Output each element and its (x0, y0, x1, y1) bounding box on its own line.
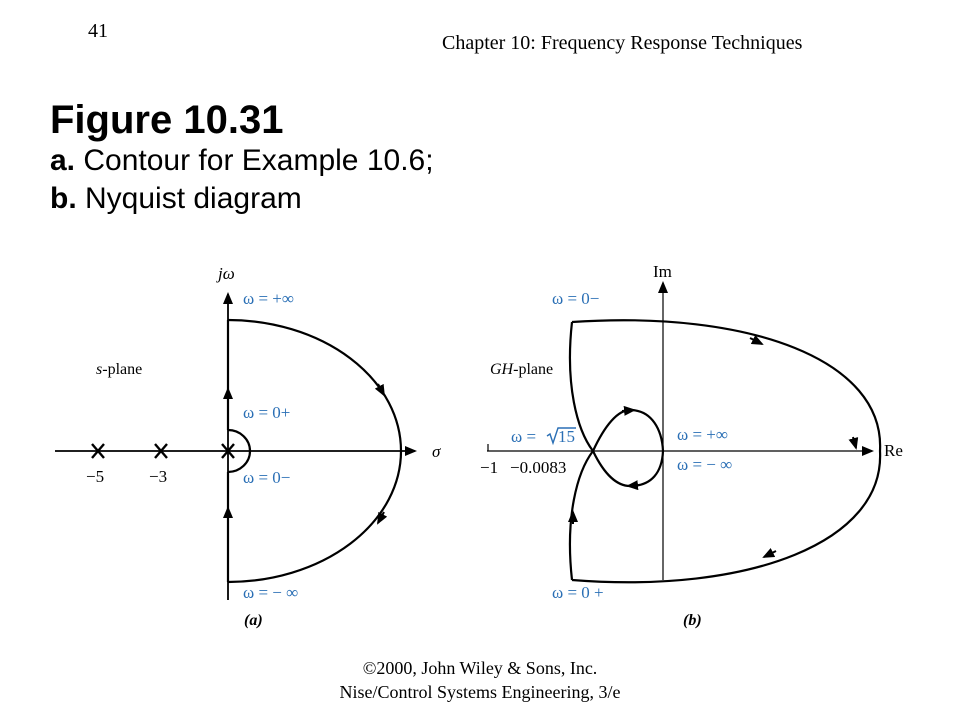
svg-text:15: 15 (558, 427, 575, 446)
panel-b-sublabel: (b) (683, 612, 702, 629)
footer: ©2000, John Wiley & Sons, Inc. Nise/Cont… (0, 656, 960, 704)
jomega-axis-label: jω (216, 264, 235, 283)
s-plane-label: s-plane (96, 361, 142, 378)
caption-b-text: Nyquist diagram (76, 182, 302, 215)
caption-line-b: b. Nyquist diagram (50, 180, 434, 218)
nyquist-left-upper (568, 321, 594, 452)
re-axis-label: Re (884, 441, 903, 460)
label-omega-plus-inf-b: ω = +∞ (677, 425, 728, 444)
panel-b-nyquist: Im Re GH-plane ω = 0− ω = 0 + ω = +∞ ω =… (480, 262, 903, 629)
tick-label-crossing: −0.0083 (510, 458, 566, 477)
tick-label-minus5: −5 (86, 467, 104, 486)
arrow-outer-upper (749, 335, 764, 345)
caption-line-a: a. Contour for Example 10.6; (50, 142, 434, 180)
arrow-inner-bottom (626, 480, 641, 491)
arrow-big-arc-lower (377, 511, 388, 525)
im-axis-label: Im (653, 262, 672, 281)
label-omega-0-minus: ω = 0− (243, 468, 290, 487)
label-omega-minus-inf: ω = − ∞ (243, 583, 298, 602)
nyquist-left-lower (568, 450, 594, 581)
arrow-outer-right-upper (848, 436, 859, 450)
nyquist-outer-arc (571, 319, 882, 584)
gh-plane-label: GH-plane (490, 361, 553, 378)
svg-text:ω =: ω = (511, 427, 536, 446)
pole-marker-origin (221, 443, 235, 459)
tick-label-minus3: −3 (149, 467, 167, 486)
arrow-big-arc-upper (374, 383, 385, 397)
label-omega-0-plus-b: ω = 0 + (552, 583, 604, 602)
caption-a-letter: a. (50, 144, 76, 177)
footer-book-title: Nise/Control Systems Engineering, 3/e (339, 682, 621, 702)
label-omega-minus-inf-b: ω = − ∞ (677, 455, 732, 474)
arrow-outer-lower (762, 548, 777, 558)
caption-b-letter: b. (50, 182, 77, 215)
panel-a-sublabel: (a) (244, 612, 263, 629)
slide-number: 41 (88, 20, 108, 42)
contour-small-semicircle (227, 428, 252, 474)
arrow-inner-top (621, 405, 636, 416)
tick-label-minus1: −1 (480, 458, 498, 477)
label-omega-0-minus-b: ω = 0− (552, 289, 599, 308)
caption-a-text: Contour for Example 10.6; (75, 144, 434, 177)
pole-marker-minus5 (91, 443, 105, 459)
nyquist-inner-loop (592, 408, 665, 488)
sigma-axis-label: σ (432, 442, 441, 461)
label-omega-sqrt15: ω = 15 (511, 427, 576, 446)
figure-title: Figure 10.31 (50, 98, 284, 142)
panel-a-contour: jω σ s-plane ω = +∞ ω = 0+ ω = 0− ω = − … (55, 264, 441, 629)
title-block: Figure 10.31 a. Contour for Example 10.6… (50, 98, 434, 218)
contour-big-semicircle (227, 318, 403, 584)
label-omega-plus-inf: ω = +∞ (243, 289, 294, 308)
chapter-header: Chapter 10: Frequency Response Technique… (442, 32, 803, 54)
pole-marker-minus3 (154, 443, 168, 459)
label-omega-0-plus: ω = 0+ (243, 403, 290, 422)
sqrt-radical-icon (546, 427, 576, 446)
footer-copyright: ©2000, John Wiley & Sons, Inc. (362, 658, 598, 678)
